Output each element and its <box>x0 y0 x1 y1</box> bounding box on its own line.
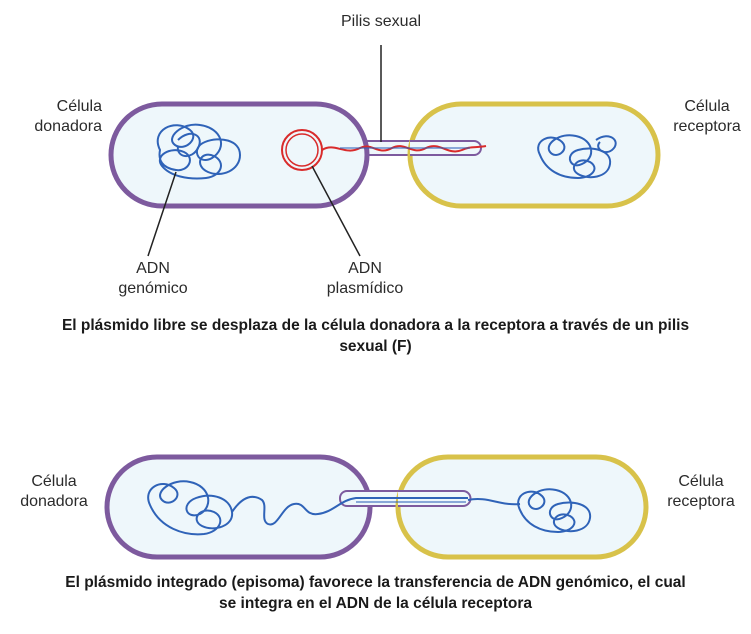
donor-chromosome <box>147 480 234 536</box>
donor-label-2: Célula donadora <box>20 473 88 510</box>
genomic-dna-label: ADN genómico <box>118 260 188 297</box>
genomic-pointer <box>147 171 177 257</box>
pilus-label: Pilis sexual <box>340 13 422 30</box>
recipient-label: Célula receptora <box>673 98 741 135</box>
recipient-chromosome-2 <box>517 488 592 534</box>
panel-1 <box>108 45 661 257</box>
donor-cell-2 <box>104 454 373 560</box>
integrated-strand <box>231 495 468 526</box>
recipient-genomic-dna <box>537 134 612 180</box>
caption-1: El plásmido libre se desplaza de la célu… <box>61 317 690 355</box>
panel-2 <box>104 454 649 560</box>
caption-2: El plásmido integrado (episoma) favorece… <box>65 574 686 612</box>
plasmid-pointer <box>311 165 361 257</box>
genomic-dna <box>156 123 242 180</box>
recipient-label-2: Célula receptora <box>667 473 735 510</box>
plasmid-dna-label: ADN plasmídico <box>326 260 404 297</box>
donor-label: Célula donadora <box>34 98 102 135</box>
